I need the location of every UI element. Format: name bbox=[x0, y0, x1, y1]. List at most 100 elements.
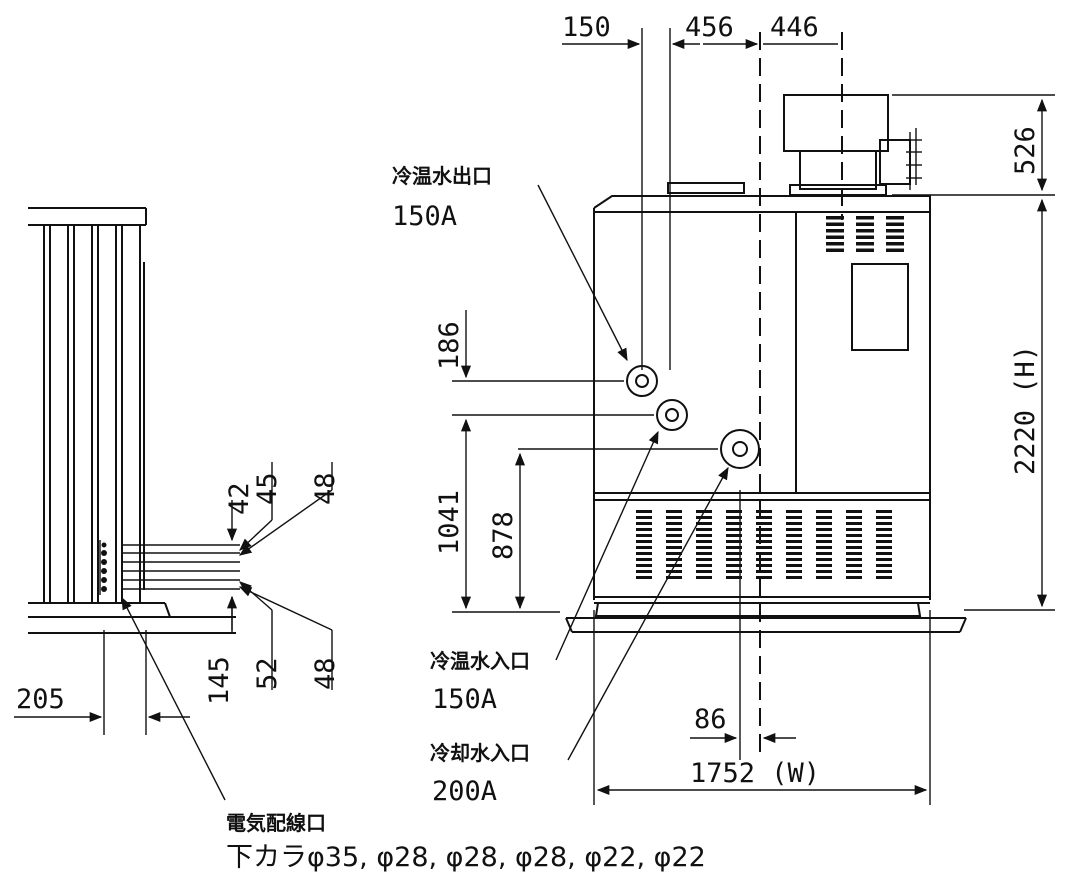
vent-slat bbox=[846, 510, 862, 513]
vent-slat bbox=[696, 564, 712, 567]
vent-slat bbox=[726, 552, 742, 555]
vent-slat bbox=[756, 570, 772, 573]
chilled-water-outlet-size: 150A bbox=[392, 201, 457, 232]
vent-slat bbox=[636, 552, 652, 555]
vent-slat bbox=[816, 540, 832, 543]
front-view bbox=[565, 28, 967, 760]
wiring-port-sizes: 下カラφ35, φ28, φ28, φ28, φ22, φ22 bbox=[226, 842, 706, 873]
vent-slat bbox=[666, 570, 682, 573]
vent-slat bbox=[636, 516, 652, 519]
chilled-water-inlet-size: 150A bbox=[432, 684, 497, 715]
vent-slat bbox=[846, 516, 862, 519]
dim-48-bottom: 48 bbox=[310, 657, 341, 690]
vent-slat bbox=[846, 546, 862, 549]
dim-456-top: 456 bbox=[685, 12, 734, 43]
vent-slat bbox=[816, 576, 832, 579]
vent-slat bbox=[636, 546, 652, 549]
dim-48-top: 48 bbox=[310, 472, 341, 505]
vent-slat bbox=[816, 558, 832, 561]
vent-slat bbox=[786, 564, 802, 567]
vent-slat bbox=[816, 528, 832, 531]
vent-slat bbox=[816, 534, 832, 537]
dim-86: 86 bbox=[694, 704, 727, 735]
vent-slat bbox=[666, 528, 682, 531]
dim-1752-w: 1752 (W) bbox=[690, 758, 820, 789]
vent-slat bbox=[816, 546, 832, 549]
vent-slat bbox=[726, 510, 742, 513]
cooling-water-inlet-label: 冷却水入口 bbox=[430, 741, 530, 765]
vent-slat bbox=[786, 552, 802, 555]
vent-slat bbox=[856, 235, 874, 239]
vent-slat bbox=[786, 546, 802, 549]
vent-slat bbox=[756, 552, 772, 555]
vent-slat bbox=[876, 510, 892, 513]
vent-slat bbox=[666, 576, 682, 579]
vent-slat bbox=[756, 558, 772, 561]
vent-slat bbox=[846, 558, 862, 561]
dim-878: 878 bbox=[488, 511, 519, 560]
vent-slat bbox=[726, 558, 742, 561]
vent-slat bbox=[846, 570, 862, 573]
vent-slat bbox=[696, 534, 712, 537]
vent-slat bbox=[876, 552, 892, 555]
vent-slat bbox=[786, 558, 802, 561]
vent-slat bbox=[696, 528, 712, 531]
vent-slat bbox=[826, 248, 844, 252]
cooling-water-inlet-size: 200A bbox=[432, 776, 497, 807]
dim-186: 186 bbox=[434, 321, 465, 370]
vent-slat bbox=[846, 564, 862, 567]
vent-slat bbox=[636, 510, 652, 513]
vent-slat bbox=[726, 546, 742, 549]
vent-slat bbox=[756, 564, 772, 567]
vent-slat bbox=[636, 564, 652, 567]
vent-slat bbox=[816, 564, 832, 567]
vent-slat bbox=[856, 242, 874, 246]
vent-slat bbox=[846, 528, 862, 531]
vent-slat bbox=[886, 248, 904, 252]
vent-slat bbox=[876, 522, 892, 525]
vent-slat bbox=[826, 229, 844, 233]
vent-slat bbox=[886, 235, 904, 239]
vent-slat bbox=[756, 522, 772, 525]
vent-slat bbox=[816, 522, 832, 525]
dim-2220-h: 2220 (H) bbox=[1010, 345, 1041, 475]
vent-slat bbox=[846, 522, 862, 525]
vent-slat bbox=[786, 534, 802, 537]
vent-slat bbox=[846, 540, 862, 543]
chilled-water-inlet-label: 冷温水入口 bbox=[430, 649, 530, 673]
vent-slat bbox=[876, 570, 892, 573]
vent-slat bbox=[756, 540, 772, 543]
vent-slat bbox=[726, 576, 742, 579]
wiring-port-label: 電気配線口 bbox=[226, 811, 326, 835]
vent-slat bbox=[826, 216, 844, 220]
vent-slat bbox=[756, 546, 772, 549]
dim-446-top: 446 bbox=[770, 12, 819, 43]
dim-45: 45 bbox=[252, 472, 283, 505]
vent-slat bbox=[786, 576, 802, 579]
vent-slat bbox=[726, 540, 742, 543]
vent-slat bbox=[856, 248, 874, 252]
vent-slat bbox=[636, 570, 652, 573]
vent-slat bbox=[636, 528, 652, 531]
vent-slat bbox=[856, 216, 874, 220]
vent-slat bbox=[816, 516, 832, 519]
vent-slat bbox=[876, 540, 892, 543]
vent-slat bbox=[666, 516, 682, 519]
vent-slat bbox=[696, 570, 712, 573]
vent-slat bbox=[726, 564, 742, 567]
vent-slat bbox=[726, 522, 742, 525]
vent-slat bbox=[816, 510, 832, 513]
vent-slat bbox=[726, 528, 742, 531]
vent-slat bbox=[856, 229, 874, 233]
vent-slat bbox=[696, 552, 712, 555]
vent-slat bbox=[826, 222, 844, 226]
vent-slat bbox=[786, 516, 802, 519]
vent-slat bbox=[636, 540, 652, 543]
vent-slat bbox=[666, 534, 682, 537]
dimension-lines bbox=[452, 38, 1055, 805]
dim-42: 42 bbox=[224, 482, 255, 515]
vent-slat bbox=[696, 576, 712, 579]
vent-slat bbox=[696, 540, 712, 543]
